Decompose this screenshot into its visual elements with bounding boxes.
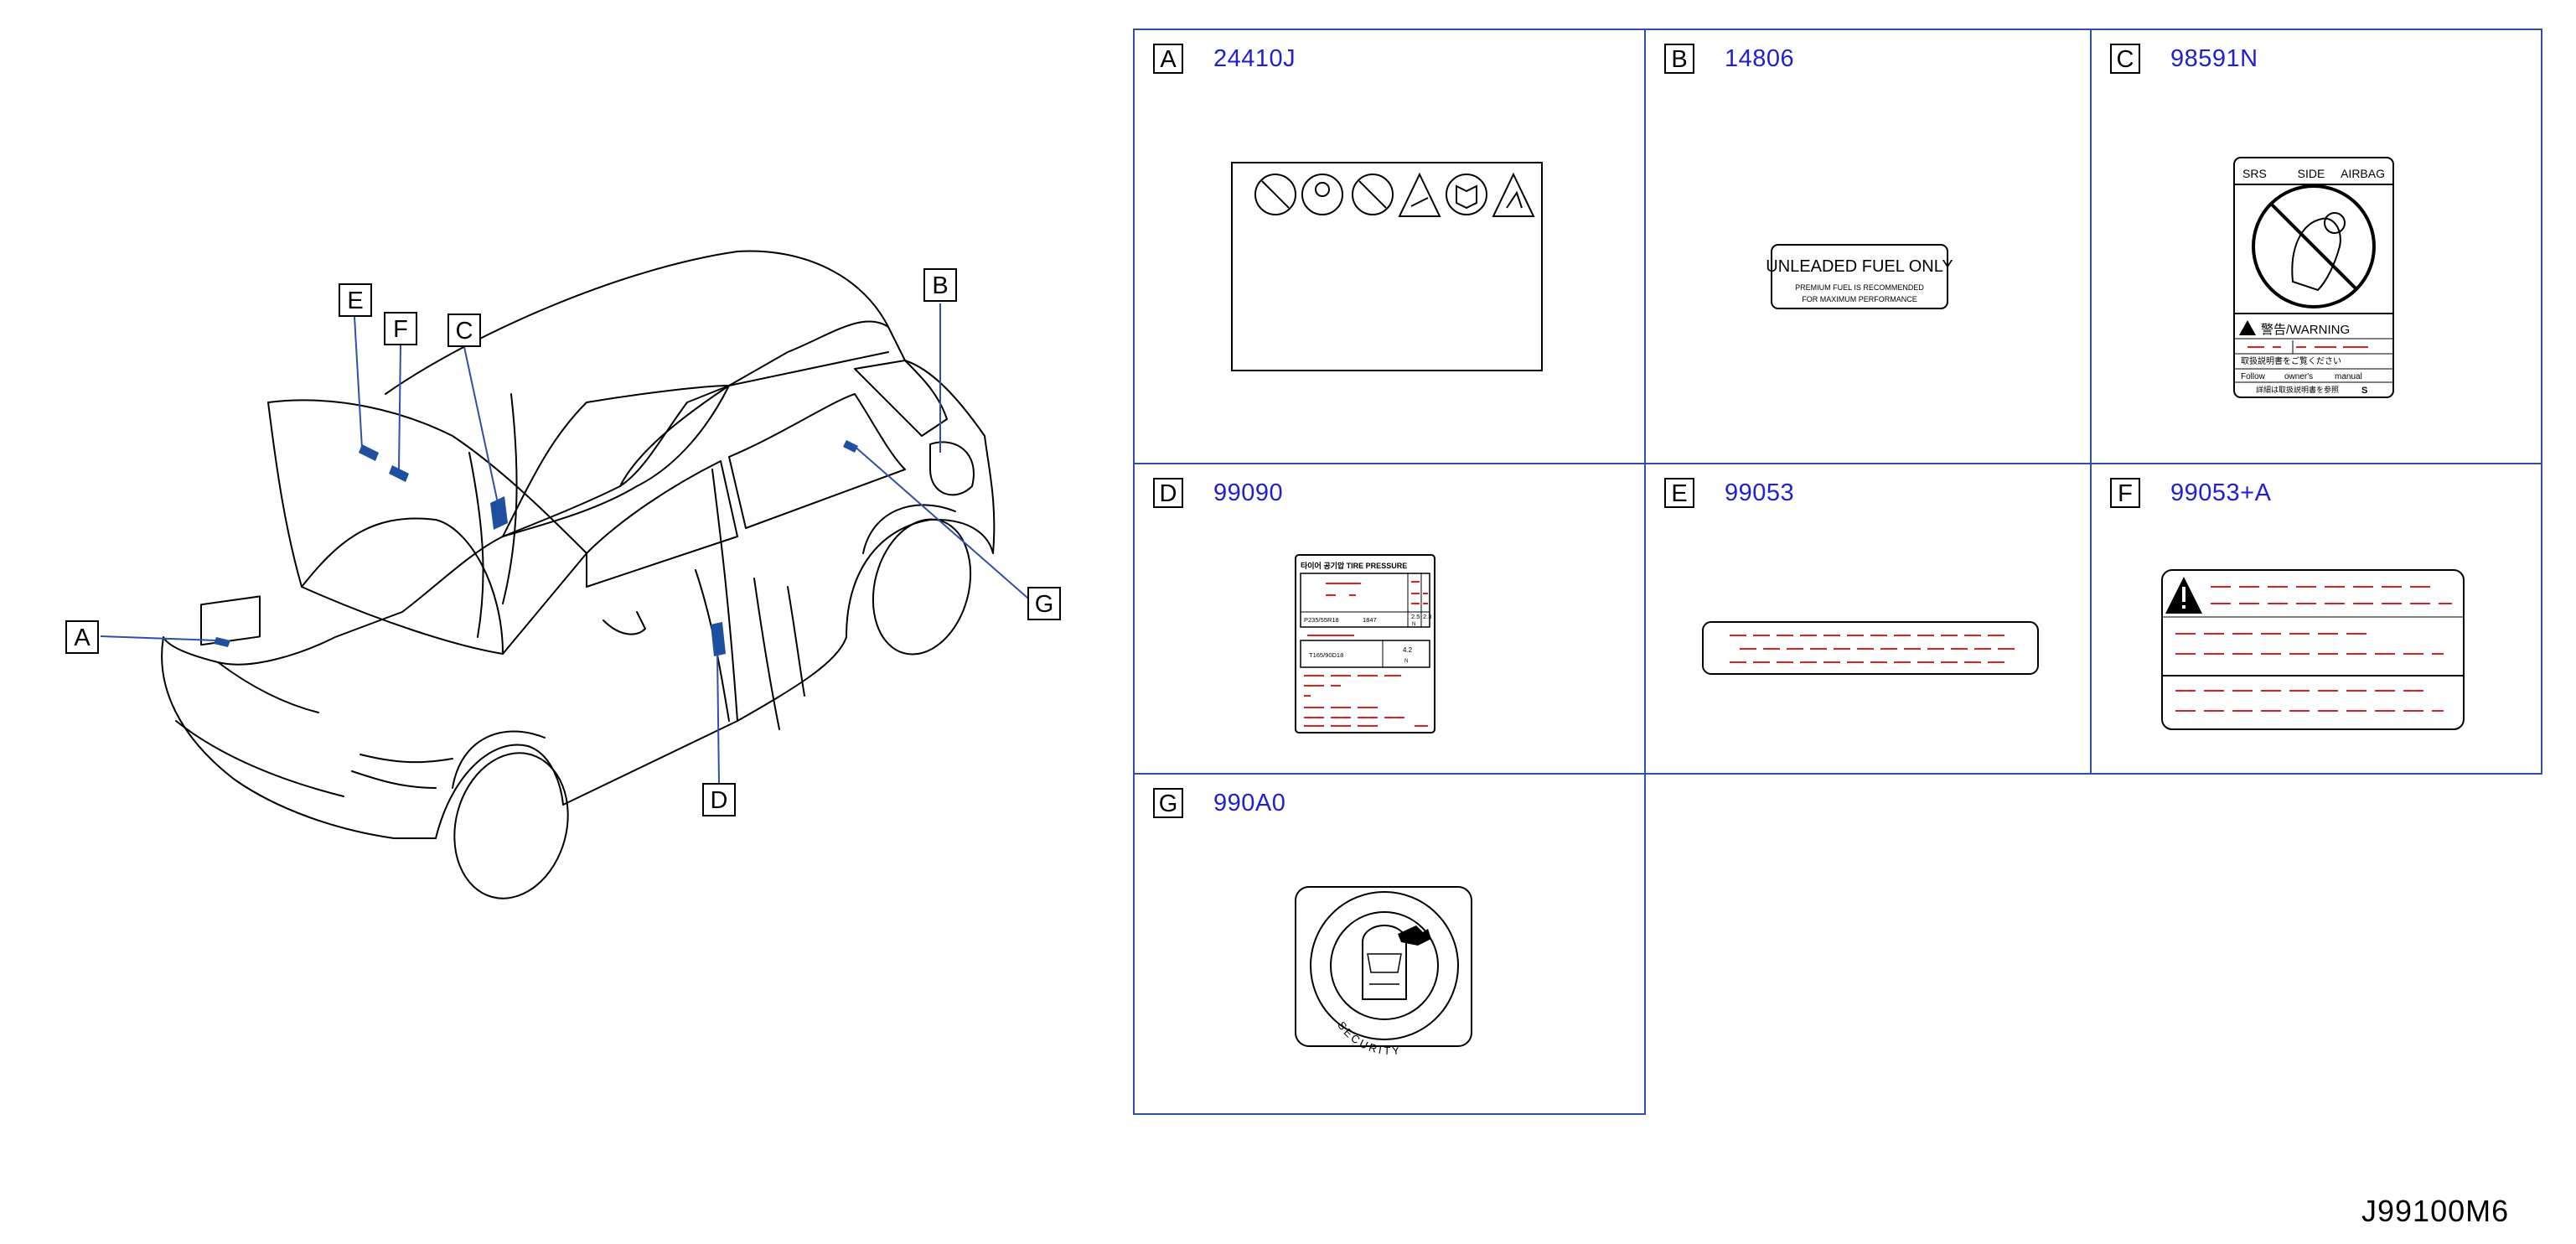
tire-value-1a: 2.5 [1411,613,1420,620]
label-mark-g [843,440,858,453]
tire-unit-2: N [1404,659,1408,664]
callout-d: D [702,783,736,816]
cell-letter: G [1153,788,1183,818]
cell-letter: D [1153,478,1183,508]
car-windshield [502,385,730,537]
tire-pressure-label: 타이어 공기압 TIRE PRESSURE P235/55R18 1847 2.… [1295,554,1435,733]
cell-f[interactable]: F 99053+A [2090,463,2542,775]
cell-letter: B [1664,44,1694,74]
caution-label-f [2161,569,2465,730]
callout-b: B [923,268,957,302]
callout-g: G [1027,587,1061,620]
airbag-follow-3: manual [2335,372,2362,381]
label-mark-a [214,637,230,647]
cell-letter: F [2110,478,2140,508]
callout-c: C [447,314,481,347]
key-icon [1398,925,1431,946]
cell-letter: E [1664,478,1694,508]
label-mark-e [359,444,379,461]
airbag-header-left: SRS [2242,167,2267,180]
tire-value-1b: 2.3 [1423,613,1431,620]
callout-f: F [384,312,417,345]
cell-e[interactable]: E 99053 [1644,463,2092,775]
car-body-outline [161,320,996,839]
tire-pos-1: 1847 [1363,616,1377,624]
label-mark-f [389,465,409,482]
tire-header: 타이어 공기압 TIRE PRESSURE [1301,561,1407,570]
airbag-warning: 警告/WARNING [2261,323,2350,337]
diagram-code: J99100M6 [2361,1194,2510,1228]
fuel-label: UNLEADED FUEL ONLY PREMIUM FUEL IS RECOM… [1766,244,1953,309]
part-number: 99090 [1213,479,1284,506]
callout-e: E [339,283,372,317]
fuel-label-line2: FOR MAXIMUM PERFORMANCE [1802,295,1917,303]
cell-a[interactable]: A 24410J [1133,29,1646,464]
part-number: 24410J [1213,45,1296,72]
airbag-jp-bottom: 詳細は取扱説明書を参照 [2256,385,2339,394]
rear-wheel [872,518,972,656]
tire-unit-1: N [1412,622,1415,627]
part-number: 14806 [1725,45,1795,72]
cell-c[interactable]: C 98591N SRS SIDE AIRBAG 警告/WARNING 取扱説明… [2090,29,2542,464]
vehicle-line-drawing [100,250,1035,899]
label-mark-d [711,622,726,656]
car-hood-open [267,399,587,655]
front-wheel [453,752,569,899]
part-number: 99053+A [2170,479,2272,506]
side-airbag-label: SRS SIDE AIRBAG 警告/WARNING 取扱説明書をご覧ください … [2233,157,2394,398]
airbag-header-mid: SIDE [2298,167,2325,180]
fuel-label-line1: PREMIUM FUEL IS RECOMMENDED [1795,283,1924,292]
svg-text:S: S [2361,386,2367,396]
security-label: SECURITY [1295,886,1472,1057]
fuel-label-title: UNLEADED FUEL ONLY [1766,257,1953,276]
airbag-header-right: AIRBAG [2341,167,2385,180]
label-mark-c [490,496,508,530]
part-number: 990A0 [1213,790,1286,816]
cell-letter: C [2110,44,2140,74]
battery [200,595,261,646]
part-number: 98591N [2170,45,2258,72]
battery-warning-label [1231,162,1543,371]
cell-letter: A [1153,44,1183,74]
tire-value-2: 4.2 [1403,646,1413,654]
part-number: 99053 [1725,479,1795,506]
airbag-follow-1: Follow [2241,372,2266,381]
engine-label-e [1702,621,2039,675]
callout-a: A [65,620,99,654]
cell-b[interactable]: B 14806 UNLEADED FUEL ONLY PREMIUM FUEL … [1644,29,2092,464]
tire-size-2: T165/90D18 [1309,651,1343,659]
airbag-follow-2: owner's [2284,372,2313,381]
airbag-jp-line: 取扱説明書をご覧ください [2241,355,2341,366]
label-grid: A 24410J B 14806 UNLEADED FUEL ONLY PREM… [1133,29,2542,1115]
cell-g[interactable]: G 990A0 SECURITY [1133,773,1646,1115]
cell-d[interactable]: D 99090 타이어 공기압 TIRE PRESSURE P235/55R18… [1133,463,1646,775]
tire-size-1: P235/55R18 [1304,616,1339,624]
